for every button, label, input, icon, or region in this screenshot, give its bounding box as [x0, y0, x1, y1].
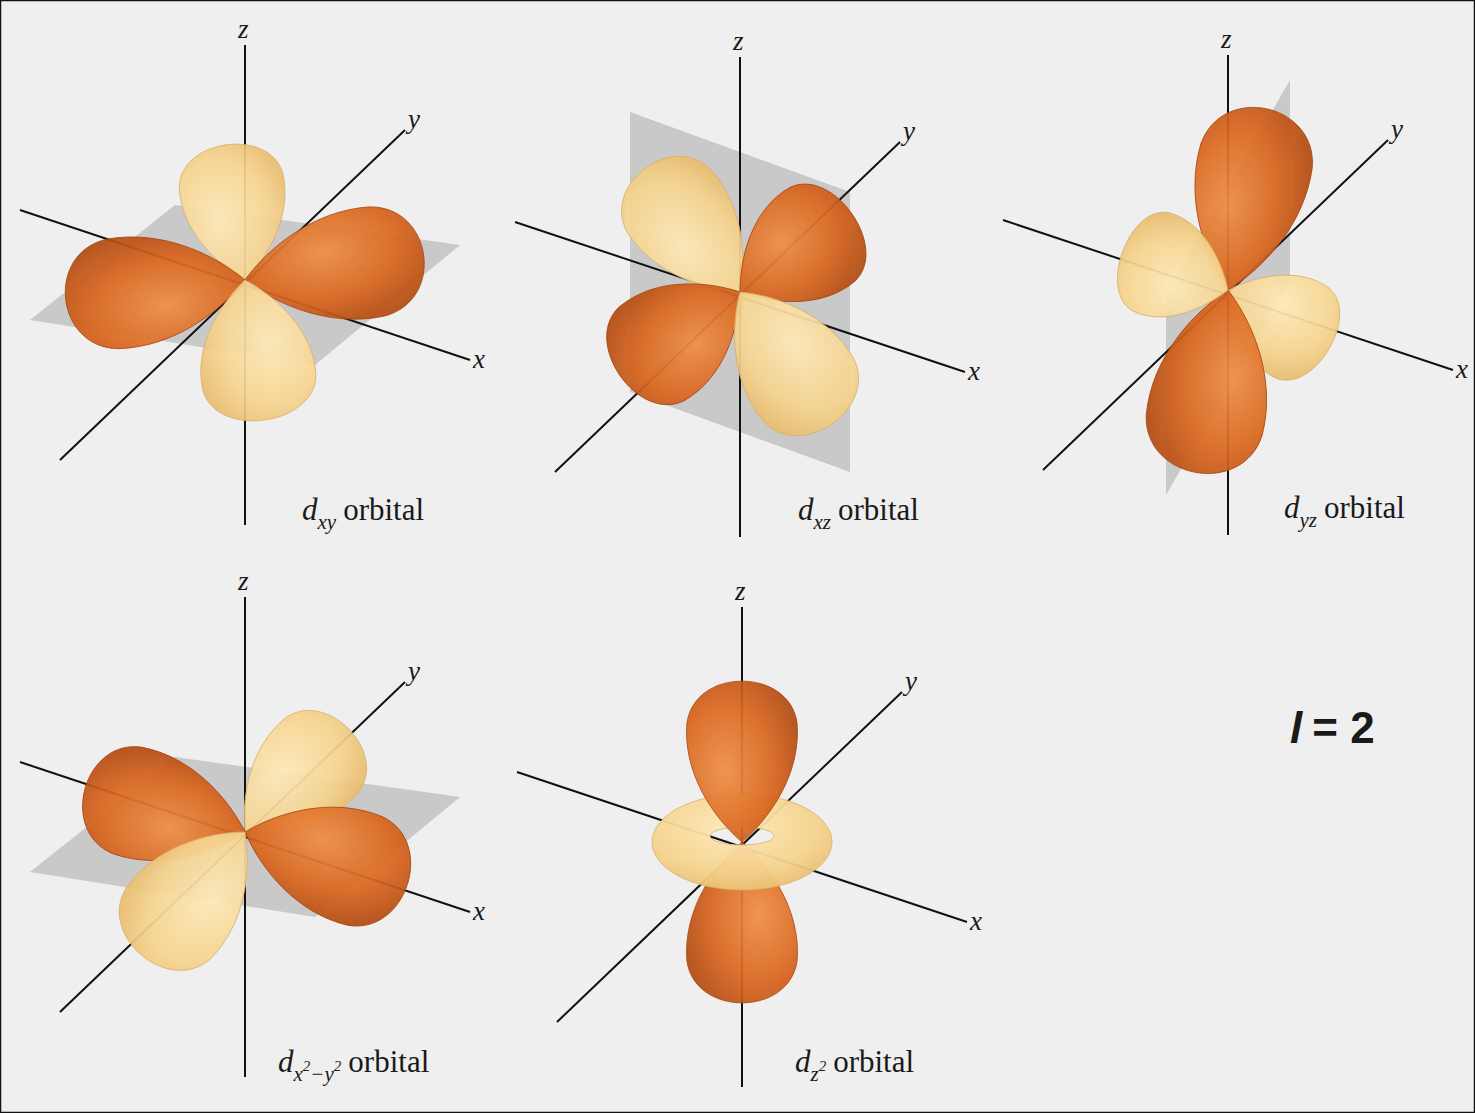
label-text: l: [1290, 703, 1302, 752]
axis-label: x: [473, 346, 485, 373]
label-text: = 2: [1312, 703, 1374, 752]
label-text: orbital: [343, 492, 424, 527]
label-text: xy: [318, 510, 337, 534]
label-text: x: [473, 344, 485, 374]
label-text: x: [968, 356, 980, 386]
orbital-panel: [517, 607, 967, 1087]
label-text: z: [735, 576, 746, 606]
axis-label: z: [733, 28, 744, 55]
label-text: z: [811, 1062, 819, 1086]
orbital-panel: [20, 45, 470, 525]
orbital-name: dxyorbital: [302, 494, 424, 525]
axis-label: x: [970, 908, 982, 935]
axis-label: x: [968, 358, 980, 385]
label-text: orbital: [1324, 490, 1405, 525]
label-text: z: [1221, 24, 1232, 54]
label-text: y: [903, 116, 915, 146]
label-text: d: [302, 492, 318, 527]
label-text: y: [1391, 114, 1403, 144]
label-text: x: [473, 896, 485, 926]
label-text: orbital: [833, 1044, 914, 1079]
axis-label: y: [903, 118, 915, 145]
orbital-name: dx2−y2orbital: [278, 1046, 429, 1077]
label-text: −y: [310, 1062, 334, 1086]
label-text: z: [238, 14, 249, 44]
label-text: d: [1284, 490, 1300, 525]
label-text: x: [294, 1062, 303, 1086]
label-text: x: [970, 906, 982, 936]
axis-label: z: [238, 568, 249, 595]
orbital-panel: [20, 597, 470, 1077]
label-text: d: [798, 492, 814, 527]
label-text: z: [733, 26, 744, 56]
orbital-lobe: [687, 681, 798, 842]
axis-label: x: [1456, 356, 1468, 383]
orbital-lobe: [695, 260, 878, 455]
axis-label: z: [1221, 26, 1232, 53]
label-text: orbital: [838, 492, 919, 527]
orbital-lobe: [227, 777, 425, 939]
orbital-panel: [1003, 55, 1453, 535]
orbital-name: dyzorbital: [1284, 492, 1405, 523]
coordinate-axis: [555, 142, 900, 472]
label-text: y: [408, 104, 420, 134]
label-text: yz: [1300, 508, 1318, 532]
label-text: 2: [334, 1058, 342, 1074]
label-text: z: [238, 566, 249, 596]
axis-label: y: [905, 668, 917, 695]
axis-label: z: [735, 578, 746, 605]
axis-label: x: [473, 898, 485, 925]
orbital-name: dxzorbital: [798, 494, 919, 525]
label-text: d: [278, 1044, 294, 1079]
label-text: orbital: [348, 1044, 429, 1079]
orbital-lobe: [99, 796, 287, 991]
orbital-lobe: [1105, 202, 1246, 339]
label-text: 2: [819, 1058, 827, 1074]
label-text: 2: [303, 1058, 311, 1074]
orbital-lobe: [188, 272, 321, 428]
label-text: x: [1456, 354, 1468, 384]
label-text: xz: [814, 510, 832, 534]
label-text: y: [905, 666, 917, 696]
orbital-name: dz2orbital: [795, 1046, 914, 1077]
axis-label: y: [408, 658, 420, 685]
orbital-panel: [515, 57, 965, 537]
quantum-number: l= 2: [1290, 706, 1375, 750]
label-text: y: [408, 656, 420, 686]
axis-label: y: [408, 106, 420, 133]
axis-label: y: [1391, 116, 1403, 143]
axis-label: z: [238, 16, 249, 43]
label-text: d: [795, 1044, 811, 1079]
